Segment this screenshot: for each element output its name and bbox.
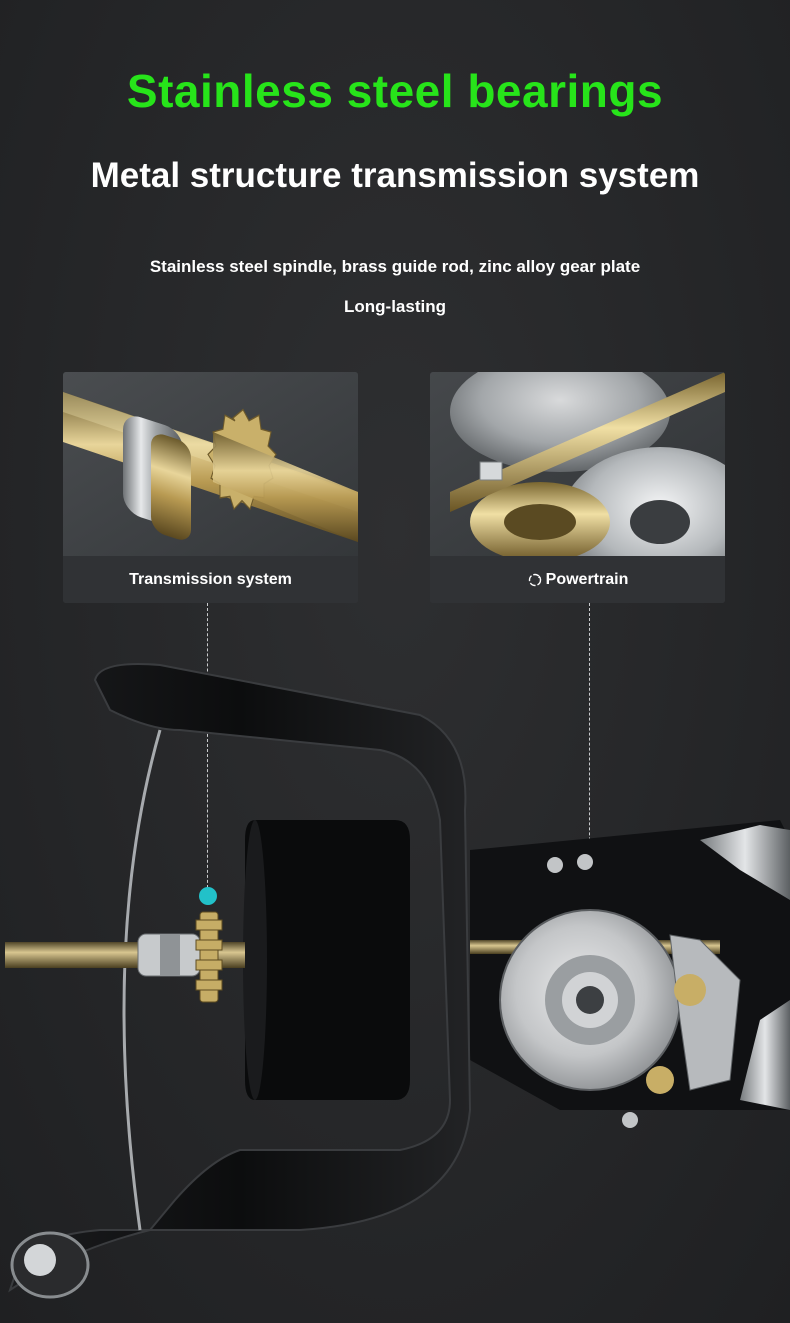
powertrain-closeup-image <box>430 372 725 556</box>
powertrain-card: Powertrain <box>430 372 725 603</box>
transmission-closeup-image <box>63 372 358 556</box>
transmission-marker-dot <box>199 887 217 905</box>
transmission-system-label: Transmission system <box>129 570 292 588</box>
headline: Stainless steel bearings <box>126 65 664 117</box>
description-line-1: Stainless steel spindle, brass guide rod… <box>149 257 641 276</box>
reel-product-image <box>5 663 790 1299</box>
description-line-2: Long-lasting <box>344 297 446 316</box>
powertrain-caption: Powertrain <box>430 556 725 603</box>
powertrain-label: Powertrain <box>545 570 629 588</box>
rotate-icon <box>528 573 541 586</box>
subheadline: Metal structure transmission system <box>90 156 700 195</box>
transmission-leader-line <box>207 603 208 893</box>
powertrain-leader-line <box>589 603 590 955</box>
transmission-system-caption: Transmission system <box>63 556 358 603</box>
transmission-system-card: Transmission system <box>63 372 358 603</box>
